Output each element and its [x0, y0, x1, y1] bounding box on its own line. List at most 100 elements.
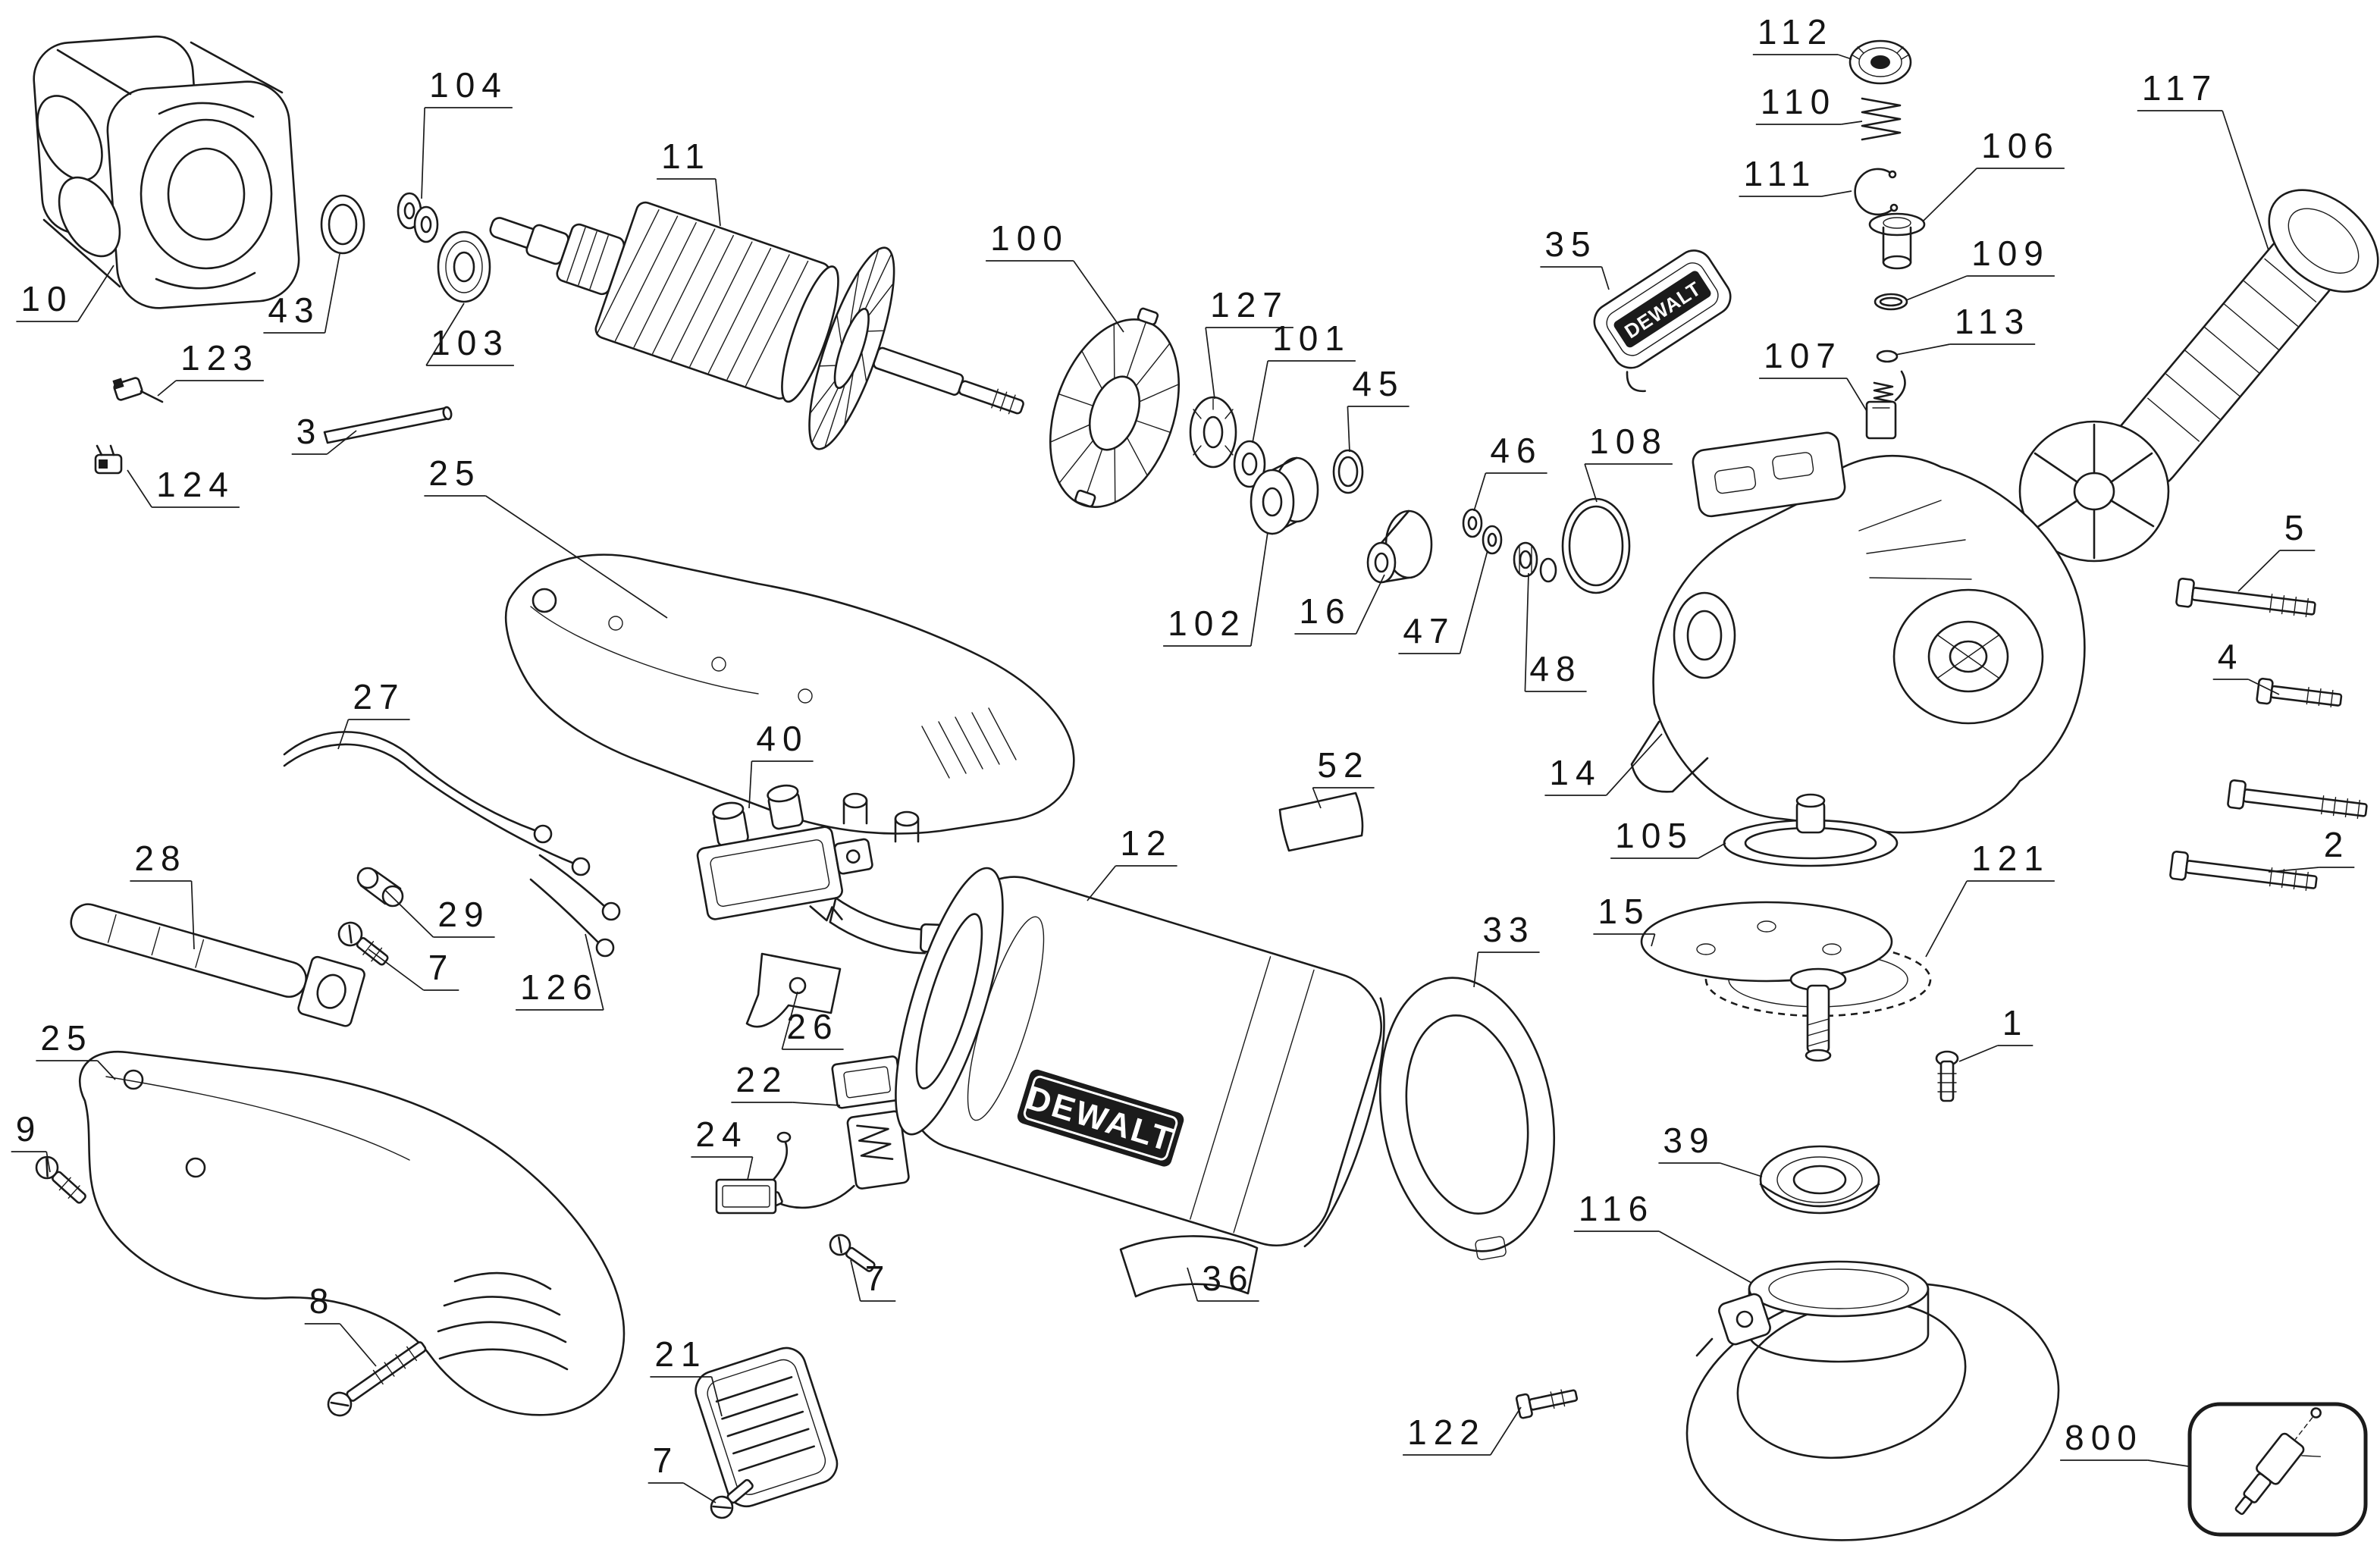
part-sleeve-43 [320, 194, 365, 255]
part-nut-48 [1513, 541, 1557, 583]
callout-label: 11 [661, 136, 711, 176]
callout-106: 106 [1922, 126, 2065, 222]
callout-leader [1720, 1162, 1763, 1177]
callout-label: 124 [156, 465, 235, 504]
part-screw-2 [2169, 850, 2318, 892]
callout-leader [585, 933, 604, 1011]
part-baffle-plate-21 [695, 1347, 839, 1508]
callout-leader [1658, 1231, 1752, 1284]
callout-108: 108 [1584, 422, 1673, 503]
callout-124: 124 [127, 465, 240, 508]
callout-leader [2237, 550, 2281, 592]
callout-36: 36 [1187, 1259, 1259, 1302]
callout-label: 15 [1598, 892, 1650, 931]
callout-label: 7 [653, 1441, 679, 1480]
callout-leader [1698, 842, 1726, 859]
part-screw-long [2227, 779, 2368, 820]
part-washers-104 [397, 192, 439, 243]
callout-label: 26 [786, 1007, 839, 1046]
part-spring-110 [1861, 97, 1902, 141]
part-bracket-26 [745, 952, 842, 1028]
callout-label: 48 [1529, 649, 1582, 688]
callout-10: 10 [16, 265, 114, 322]
callout-800: 800 [2060, 1418, 2189, 1467]
part-brush-holder-22 [762, 1055, 910, 1210]
callout-102: 102 [1163, 531, 1268, 647]
callout-label: 108 [1589, 422, 1668, 461]
callout-label: 25 [428, 453, 481, 493]
callout-leader [1205, 327, 1215, 400]
callout-leader [1524, 572, 1529, 692]
callout-label: 113 [1955, 302, 2030, 341]
callout-29: 29 [384, 889, 495, 938]
callout-label: 24 [695, 1115, 748, 1154]
callout-12: 12 [1087, 823, 1177, 901]
callout-24: 24 [691, 1115, 754, 1180]
callout-leader [127, 469, 152, 508]
parts-layer: DEWALT [33, 35, 2379, 1541]
callout-46: 46 [1473, 431, 1547, 512]
callout-leader [190, 880, 195, 950]
callout-leader [1087, 865, 1117, 901]
callout-label: 16 [1299, 591, 1351, 631]
callout-label: 101 [1272, 318, 1351, 358]
callout-label: 121 [1971, 839, 2050, 878]
part-motor-housing: DEWALT [895, 867, 1385, 1248]
callout-label: 14 [1549, 753, 1601, 792]
callout-label: 122 [1407, 1412, 1486, 1452]
callout-label: 21 [654, 1334, 707, 1374]
part-lead-wires-126 [529, 854, 621, 958]
callout-leader [77, 265, 114, 322]
callout-label: 39 [1663, 1121, 1715, 1160]
callout-1: 1 [1958, 1003, 2034, 1062]
callout-label: 7 [865, 1259, 892, 1298]
part-screw-1 [1935, 1050, 1959, 1102]
part-screw-9 [35, 1155, 86, 1204]
part-oring-108 [1561, 497, 1631, 594]
part-pin [323, 406, 453, 444]
callout-123: 123 [157, 338, 264, 397]
callout-26: 26 [781, 991, 844, 1050]
callout-27: 27 [337, 677, 410, 750]
callout-40: 40 [748, 719, 814, 809]
part-screw-7-bottom [710, 1478, 754, 1519]
callout-label: 29 [437, 895, 490, 934]
callout-leader [45, 1151, 51, 1173]
callout-label: 107 [1764, 336, 1842, 375]
callout-100: 100 [986, 218, 1124, 333]
callout-leader [1846, 378, 1867, 412]
callout-105: 105 [1610, 816, 1726, 859]
callout-104: 104 [421, 65, 513, 199]
callout-label: 123 [180, 338, 259, 378]
callout-117: 117 [2137, 68, 2269, 251]
callout-label: 103 [431, 323, 510, 362]
callout-label: 117 [2142, 68, 2218, 108]
part-clamp-29 [356, 867, 404, 908]
part-screw-5 [2175, 577, 2316, 618]
callout-45: 45 [1347, 364, 1409, 453]
callout-14: 14 [1544, 733, 1663, 796]
callout-leader [485, 495, 668, 619]
callout-label: 35 [1544, 224, 1597, 264]
callout-leader [368, 948, 425, 991]
part-screw-7-left [337, 921, 389, 966]
callout-label: 106 [1981, 126, 2060, 165]
callout-label: 8 [309, 1281, 336, 1321]
callout-label: 3 [296, 412, 323, 451]
part-ring-113 [1876, 350, 1899, 363]
part-washer-101 [1233, 440, 1266, 488]
callout-121: 121 [1925, 839, 2055, 958]
callout-leader [781, 991, 798, 1050]
part-bearing-103 [437, 230, 491, 303]
part-carbon-brush-107 [1865, 370, 1906, 440]
callout-label: 2 [2324, 825, 2350, 864]
part-ring-45 [1332, 449, 1364, 494]
part-armature [489, 201, 1024, 450]
callout-28: 28 [130, 839, 195, 950]
callout-35: 35 [1540, 224, 1610, 290]
callout-label: 47 [1403, 611, 1455, 651]
callout-107: 107 [1759, 336, 1867, 412]
part-side-handle [2018, 189, 2379, 563]
callout-leader [1473, 472, 1487, 512]
